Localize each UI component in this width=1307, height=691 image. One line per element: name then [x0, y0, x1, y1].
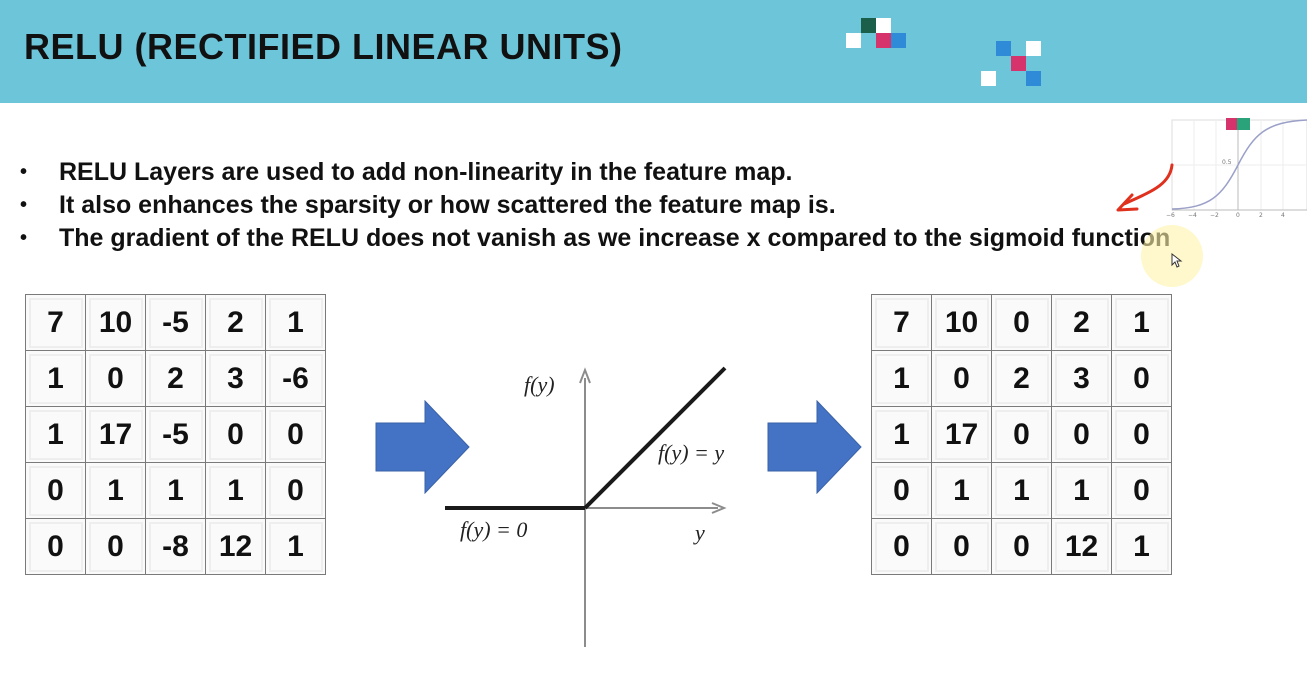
logo-square [876, 33, 891, 48]
matrix-cell: 1 [871, 350, 932, 407]
matrix-cell: 0 [85, 350, 146, 407]
matrix-cell: 0 [871, 462, 932, 519]
logo-square [846, 33, 861, 48]
matrix-cell: 0 [871, 518, 932, 575]
x-axis-label: y [693, 520, 705, 545]
slide-header: RELU (RECTIFIED LINEAR UNITS) [0, 0, 1307, 103]
matrix-cell: 0 [1111, 462, 1172, 519]
matrix-cell: 1 [145, 462, 206, 519]
matrix-cell: 12 [205, 518, 266, 575]
logo-square [981, 71, 996, 86]
matrix-cell: 17 [931, 406, 992, 463]
matrix-cell: 0 [1111, 406, 1172, 463]
matrix-row: 0 1 1 1 0 [25, 462, 326, 519]
bullet-item: It also enhances the sparsity or how sca… [20, 189, 1280, 222]
right-arrow-icon [767, 400, 862, 494]
y-axis-label: f(y) [524, 372, 555, 397]
matrix-cell: -6 [265, 350, 326, 407]
matrix-cell: 12 [1051, 518, 1112, 575]
matrix-cell: 1 [25, 350, 86, 407]
matrix-cell: 0 [1051, 406, 1112, 463]
relu-function-graph: f(y) f(y) = y f(y) = 0 y [445, 366, 727, 647]
matrix-cell: 2 [205, 294, 266, 351]
matrix-cell: 1 [1051, 462, 1112, 519]
matrix-cell: 0 [265, 406, 326, 463]
bullet-item: RELU Layers are used to add non-linearit… [20, 156, 1280, 189]
matrix-cell: 1 [25, 406, 86, 463]
matrix-cell: 1 [871, 406, 932, 463]
logo-square [891, 33, 906, 48]
matrix-cell: 1 [205, 462, 266, 519]
matrix-cell: 0 [25, 518, 86, 575]
matrix-cell: 0 [205, 406, 266, 463]
output-feature-map: 7 10 0 2 1 1 0 2 3 0 1 17 0 0 0 0 1 1 1 … [871, 294, 1172, 575]
matrix-row: 0 1 1 1 0 [871, 462, 1172, 519]
bullet-item: The gradient of the RELU does not vanish… [20, 222, 1280, 255]
matrix-cell: 2 [1051, 294, 1112, 351]
logo-square [996, 41, 1011, 56]
matrix-row: 1 0 2 3 0 [871, 350, 1172, 407]
x-axis-arrowhead-icon [711, 502, 727, 514]
mouse-pointer-icon [1171, 253, 1183, 268]
matrix-row: 1 17 -5 0 0 [25, 406, 326, 463]
matrix-row: 1 0 2 3 -6 [25, 350, 326, 407]
logo-square [1026, 71, 1041, 86]
matrix-row: 7 10 -5 2 1 [25, 294, 326, 351]
input-feature-map: 7 10 -5 2 1 1 0 2 3 -6 1 17 -5 0 0 0 1 1… [25, 294, 326, 575]
matrix-cell: 0 [25, 462, 86, 519]
matrix-cell: 1 [1111, 294, 1172, 351]
matrix-cell: 3 [205, 350, 266, 407]
matrix-cell: 17 [85, 406, 146, 463]
negative-region-label: f(y) = 0 [460, 517, 527, 542]
matrix-cell: 0 [991, 518, 1052, 575]
bullet-list: RELU Layers are used to add non-linearit… [20, 156, 1280, 255]
matrix-cell: 1 [1111, 518, 1172, 575]
logo-square [1011, 56, 1026, 71]
matrix-cell: 3 [1051, 350, 1112, 407]
matrix-row: 7 10 0 2 1 [871, 294, 1172, 351]
logo-square [1026, 41, 1041, 56]
matrix-cell: -5 [145, 406, 206, 463]
right-arrow-icon [375, 400, 470, 494]
relu-linear-segment [583, 366, 727, 510]
logo-square [876, 18, 891, 33]
matrix-cell: 10 [931, 294, 992, 351]
y-axis-arrowhead-icon [579, 367, 591, 384]
matrix-cell: 0 [931, 350, 992, 407]
logo-square [1226, 118, 1237, 130]
matrix-cell: 0 [991, 294, 1052, 351]
matrix-row: 0 0 -8 12 1 [25, 518, 326, 575]
logo-square [861, 18, 876, 33]
matrix-cell: 1 [265, 294, 326, 351]
matrix-cell: -5 [145, 294, 206, 351]
matrix-cell: 7 [871, 294, 932, 351]
matrix-cell: 10 [85, 294, 146, 351]
matrix-cell: 0 [1111, 350, 1172, 407]
matrix-cell: 1 [85, 462, 146, 519]
matrix-cell: 1 [991, 462, 1052, 519]
matrix-row: 0 0 0 12 1 [871, 518, 1172, 575]
matrix-cell: 2 [145, 350, 206, 407]
matrix-cell: 0 [991, 406, 1052, 463]
positive-region-label: f(y) = y [658, 440, 724, 465]
matrix-row: 1 17 0 0 0 [871, 406, 1172, 463]
matrix-cell: 1 [931, 462, 992, 519]
matrix-cell: 0 [265, 462, 326, 519]
matrix-cell: 7 [25, 294, 86, 351]
matrix-cell: 1 [265, 518, 326, 575]
matrix-cell: 0 [931, 518, 992, 575]
matrix-cell: -8 [145, 518, 206, 575]
sigmoid-x-tick: 4 [1281, 212, 1285, 218]
logo-square [1237, 118, 1250, 130]
matrix-cell: 0 [85, 518, 146, 575]
matrix-cell: 2 [991, 350, 1052, 407]
slide-title: RELU (RECTIFIED LINEAR UNITS) [24, 26, 623, 67]
